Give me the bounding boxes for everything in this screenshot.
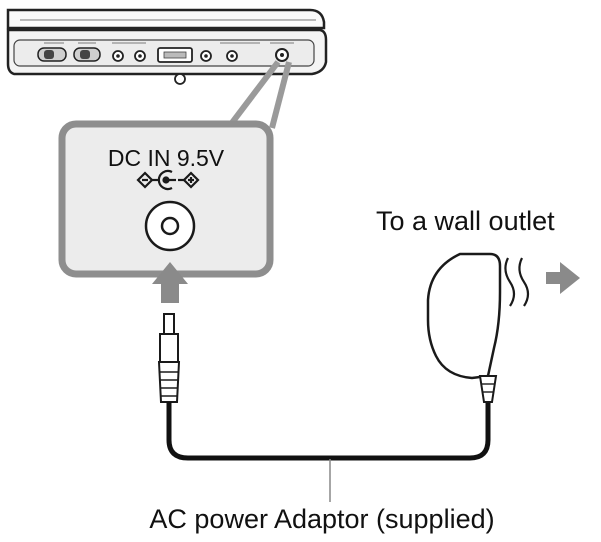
dc-polarity-symbol-icon [136,169,200,191]
ac-adaptor [426,252,502,403]
dvd-player [6,8,328,85]
callout-line-left [225,60,281,130]
wall-outlet-label: To a wall outlet [376,206,555,236]
power-cable [166,400,491,461]
wavy-lines-icon [504,257,530,307]
arrow-up-icon [152,262,188,303]
arrow-right-icon [546,262,580,294]
callout-line-right [269,61,292,129]
dc-plug [157,313,181,403]
adaptor-label: AC power Adaptor (supplied) [149,504,494,534]
dc-in-label: DC IN 9.5V [108,145,225,171]
dc-in-closeup-panel: DC IN 9.5V [58,120,274,278]
